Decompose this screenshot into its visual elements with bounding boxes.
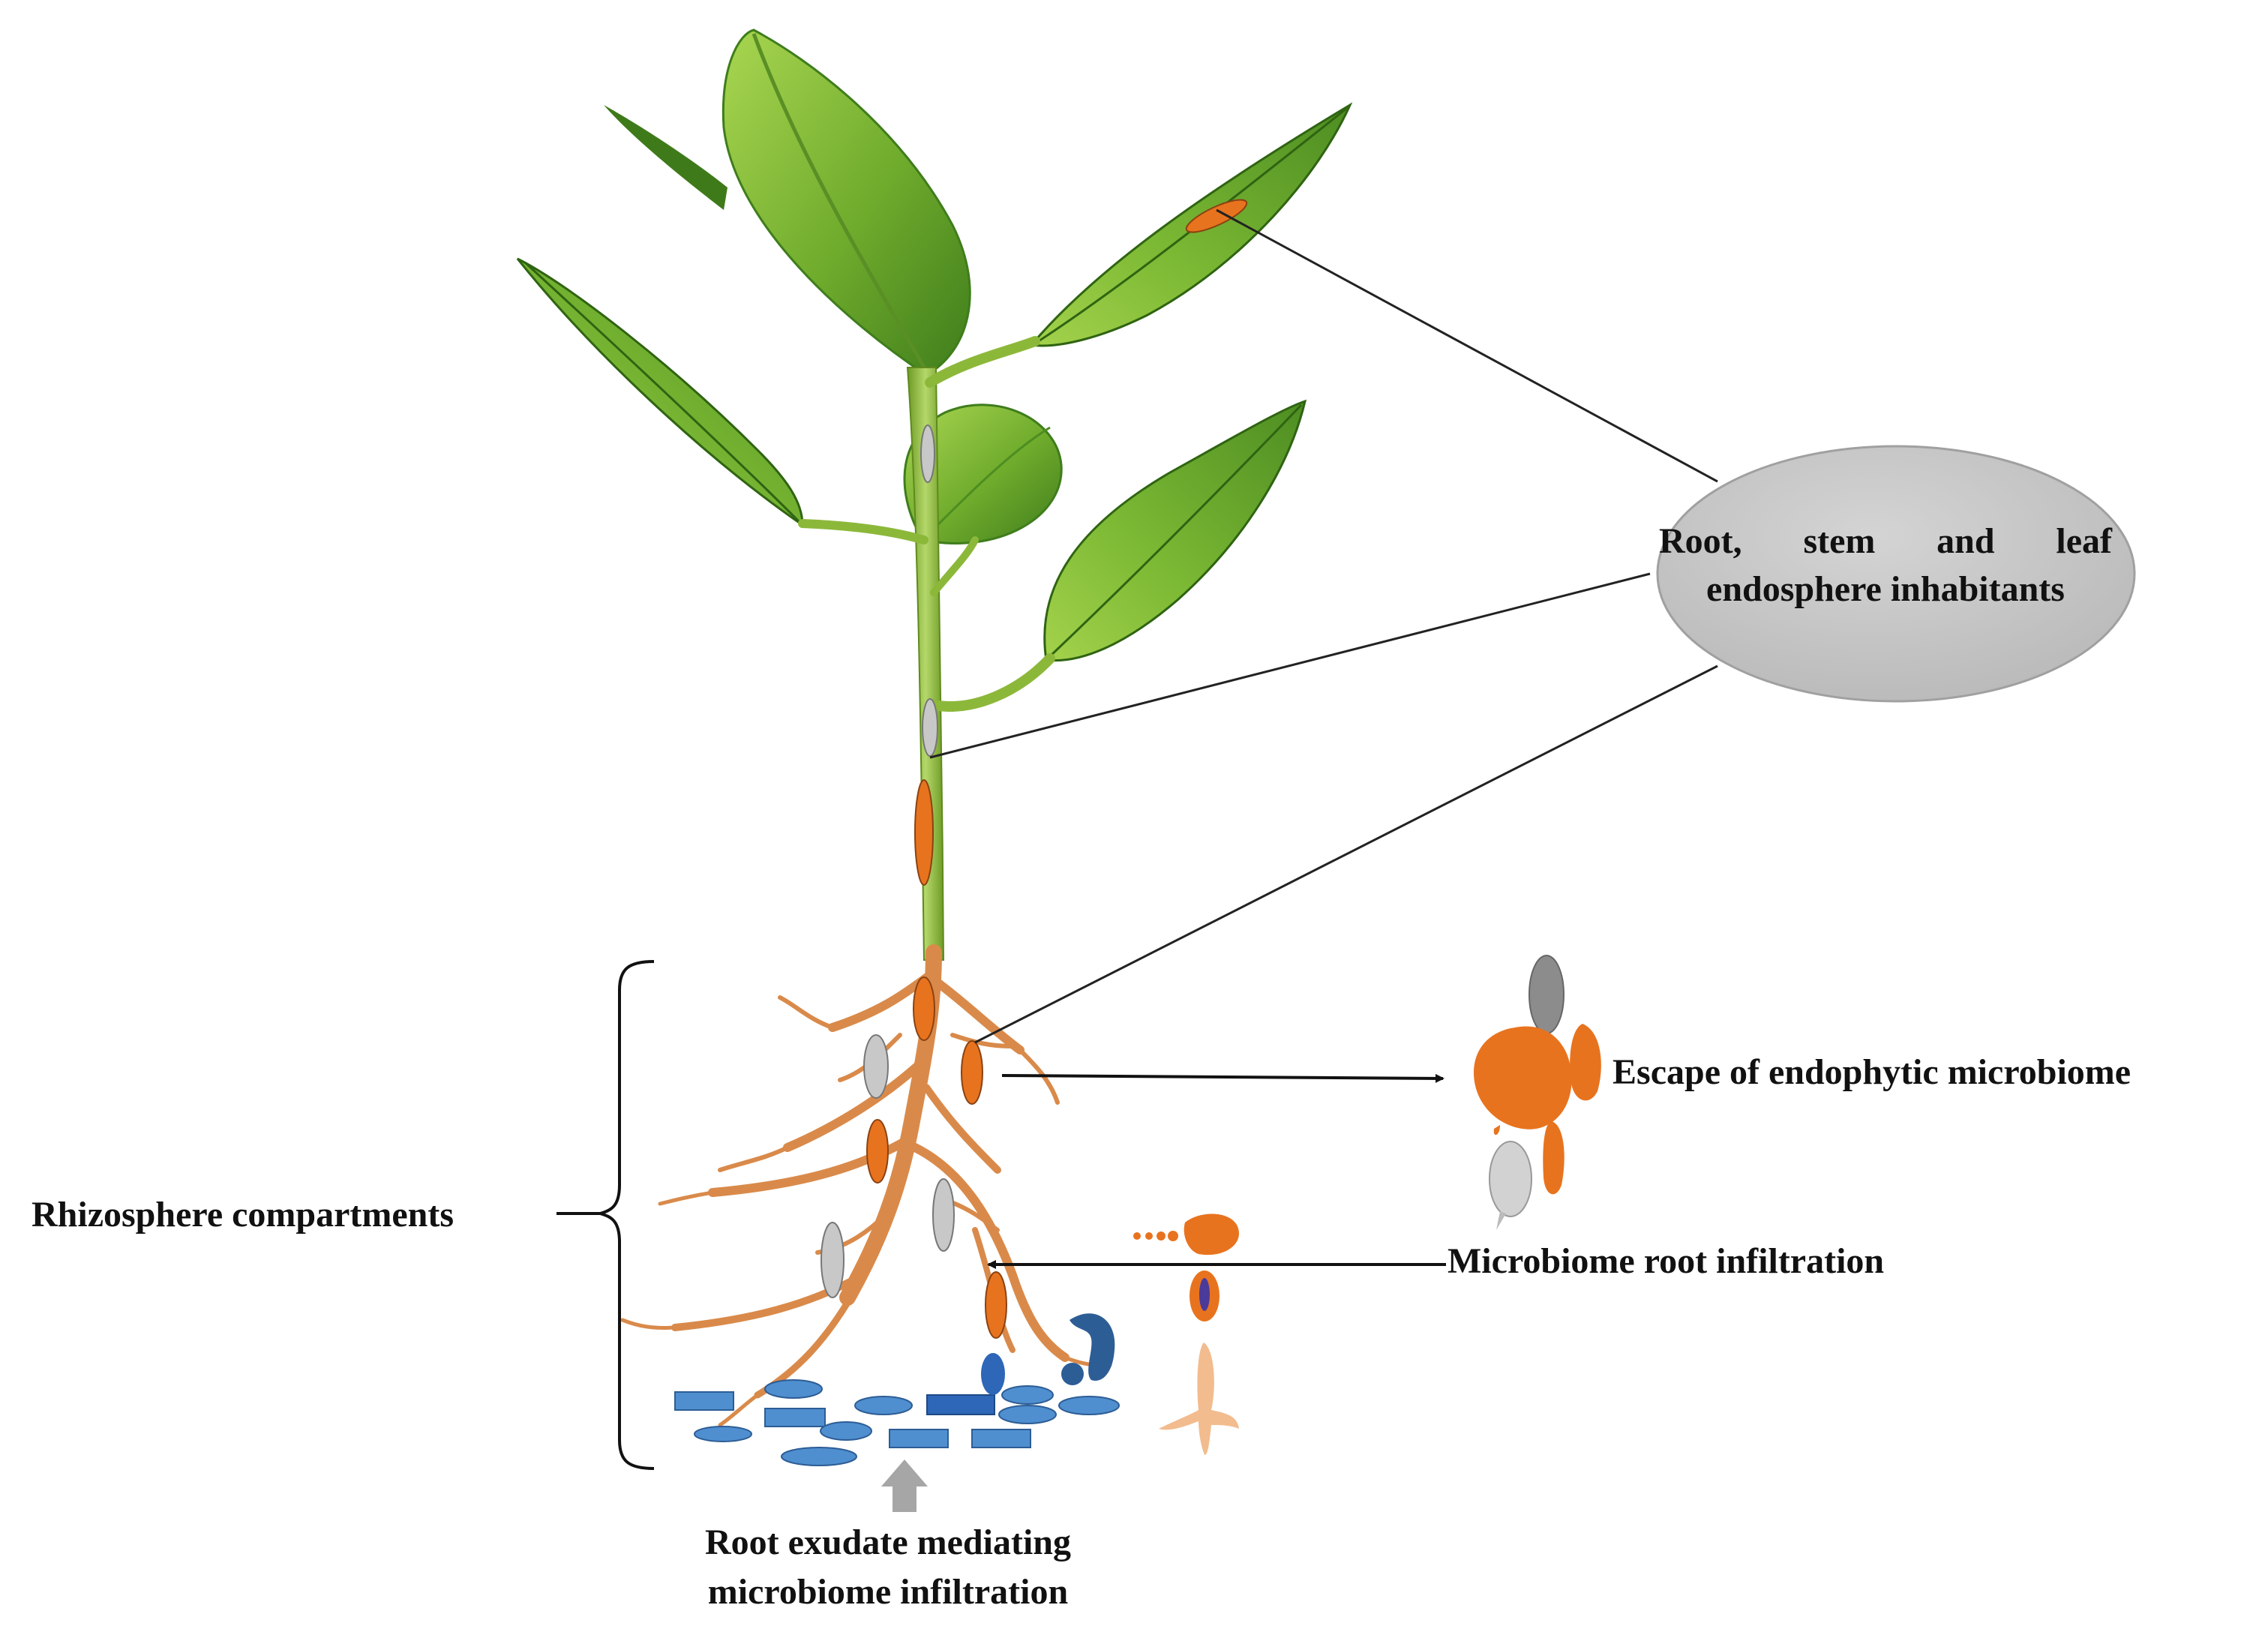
- callout-line-leaf: [1216, 208, 1718, 483]
- leaf-middle: [903, 404, 1063, 544]
- plant-leaves: [516, 28, 1353, 662]
- escaped-microbe-grey: [1489, 1141, 1532, 1217]
- exudate-curved-rod: [1070, 1313, 1115, 1381]
- microbe-stem-orange: [914, 779, 934, 886]
- escape-label: Escape of endophytic microbiome: [1612, 1052, 2132, 1092]
- exudate-ellipse: [781, 1447, 857, 1466]
- exudate-ellipse-dark: [981, 1353, 1005, 1395]
- exudate-rect: [889, 1429, 949, 1448]
- escaped-microbe-orange-large: [1474, 1026, 1572, 1130]
- plant-stem: [798, 336, 1055, 961]
- exudate-ellipse: [998, 1405, 1057, 1424]
- infiltration-label: Microbiome root infiltration: [1448, 1241, 1885, 1281]
- exudate-ellipse: [1058, 1396, 1120, 1415]
- exudate-label-line1: Root exudate mediating: [705, 1522, 1071, 1562]
- microbe-root-orange-1: [913, 976, 935, 1041]
- rhizosphere-brace: [594, 960, 655, 1470]
- microbe-root-orange-3: [866, 1119, 889, 1184]
- leaf-lower-right: [1043, 399, 1307, 662]
- microbe-root-orange-2: [961, 1040, 983, 1105]
- exudate-ellipse: [854, 1396, 913, 1415]
- endosphere-label-line2: endosphere inhabitants: [1706, 569, 2065, 609]
- exudate-dot: [1061, 1363, 1084, 1385]
- callout-ellipse: [1656, 445, 2136, 703]
- exudate-ellipse: [694, 1426, 752, 1442]
- microbe-root-orange-4: [985, 1271, 1007, 1339]
- escaped-microbe-orange-small: [1570, 1024, 1601, 1101]
- exudate-label: Root exudate mediating microbiome infilt…: [705, 1518, 1071, 1617]
- escaping-microbe-cluster: [1474, 955, 1601, 1230]
- microbe-stem-grey-upper: [920, 424, 935, 483]
- infiltrating-microbes: [1133, 1214, 1239, 1455]
- escape-arrow: [1001, 1073, 1444, 1083]
- root-exudates: [674, 1313, 1120, 1466]
- escaped-microbe-dark-grey: [1528, 955, 1564, 1034]
- callout-line-stem: [929, 572, 1651, 759]
- exudate-rect: [971, 1429, 1031, 1448]
- exudate-label-line2: microbiome infiltration: [707, 1572, 1069, 1612]
- microbe-root-grey-2: [932, 1178, 955, 1252]
- leaf-left: [516, 257, 804, 527]
- exudate-up-arrow: [881, 1460, 928, 1512]
- exudate-rect: [674, 1391, 734, 1411]
- infiltrating-microbe-faded-rod: [1159, 1342, 1239, 1455]
- callout-line-root: [974, 664, 1718, 1044]
- microbe-root-grey-3: [820, 1222, 844, 1298]
- endosphere-label: Root, stem and leaf endosphere inhabitan…: [1659, 518, 2112, 614]
- microbe-leaf-orange: [1185, 199, 1248, 233]
- exudate-ellipse: [820, 1421, 872, 1441]
- plant-microbes: [820, 199, 1248, 1339]
- exudate-ellipse: [1001, 1385, 1054, 1405]
- microbe-stem-grey-lower: [922, 698, 938, 757]
- leaf-top-left: [604, 105, 728, 210]
- endosphere-label-line1: Root, stem and leaf: [1659, 521, 2112, 561]
- rhizosphere-label: Rhizosphere compartments: [32, 1195, 454, 1234]
- callout-lines: [929, 208, 1718, 1044]
- infiltrating-microbe-orange-tailed: [1184, 1214, 1239, 1256]
- leaf-top: [722, 28, 971, 376]
- plant-roots: [620, 944, 1112, 1427]
- exudate-rect: [764, 1408, 826, 1427]
- exudate-ellipse: [764, 1379, 823, 1399]
- microbe-root-grey-1: [863, 1034, 889, 1099]
- escaped-microbe-orange-rod: [1543, 1121, 1564, 1195]
- exudate-rect-dark: [926, 1394, 995, 1415]
